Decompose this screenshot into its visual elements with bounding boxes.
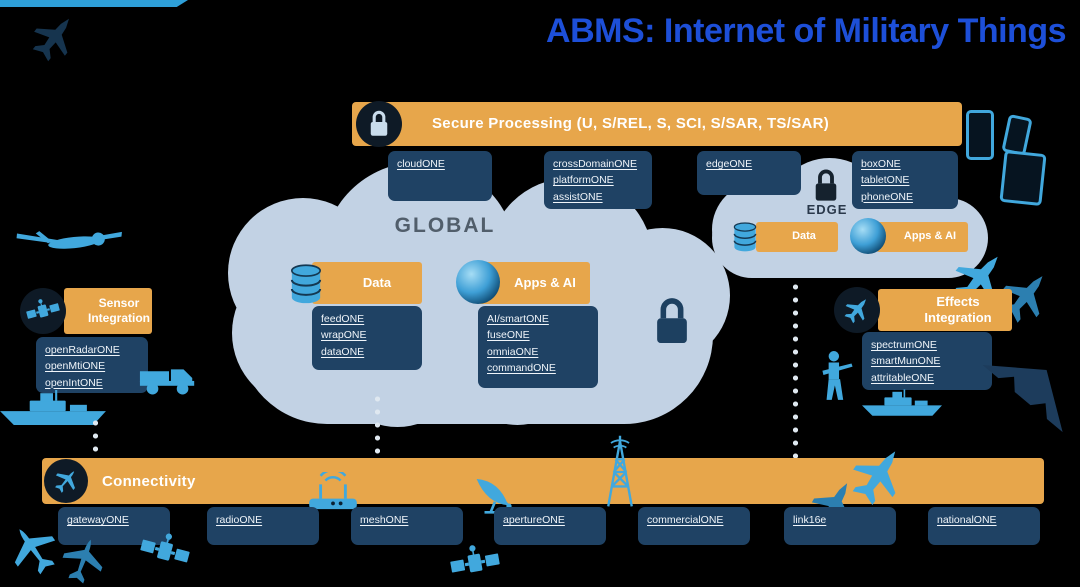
node-label: gatewayONE bbox=[67, 514, 129, 526]
global-cloud-label: GLOBAL bbox=[394, 214, 496, 237]
soldier-icon bbox=[820, 350, 856, 402]
node-label: platformONE bbox=[553, 174, 614, 187]
dotted-connector bbox=[792, 282, 799, 458]
node-label: assistONE bbox=[553, 190, 603, 203]
node-label: apertureONE bbox=[503, 514, 565, 526]
cloudone-box: cloudONE bbox=[388, 151, 492, 201]
secure-lock-badge bbox=[356, 101, 402, 147]
node-label: wrapONE bbox=[321, 329, 367, 342]
ai-sphere-icon bbox=[456, 260, 500, 304]
node-label: openIntONE bbox=[45, 376, 103, 389]
node-label: nationalONE bbox=[937, 514, 997, 526]
page-title: ABMS: Internet of Military Things bbox=[546, 12, 1066, 50]
ai-sphere-icon bbox=[850, 218, 886, 254]
node-label: boxONE bbox=[861, 158, 901, 170]
node-label: edgeONE bbox=[706, 158, 753, 170]
phone-icon bbox=[966, 110, 994, 160]
radioone-box: radioONE bbox=[207, 507, 319, 545]
node-label: tabletONE bbox=[861, 174, 910, 187]
edge-apps-header: Apps & AI bbox=[876, 222, 968, 252]
edge-cloud-label: EDGE bbox=[806, 202, 848, 217]
node-label: crossDomainONE bbox=[553, 158, 638, 170]
node-label: commandONE bbox=[487, 361, 556, 374]
tablet-icon bbox=[1001, 113, 1033, 157]
node-label: openRadarONE bbox=[45, 344, 120, 356]
node-label: dataONE bbox=[321, 345, 365, 358]
ship-icon bbox=[862, 388, 942, 418]
padlock-icon bbox=[652, 296, 692, 348]
commercialone-box: commercialONE bbox=[638, 507, 750, 545]
edge-data-header: Data bbox=[756, 222, 838, 252]
node-label: openMtiONE bbox=[45, 360, 106, 373]
node-label: fuseONE bbox=[487, 329, 530, 342]
ship-icon bbox=[0, 390, 106, 426]
node-label: radioONE bbox=[216, 514, 263, 526]
top-accent-strip bbox=[0, 0, 188, 7]
tablet-icon bbox=[999, 149, 1047, 207]
sensor-integration-label: Sensor Integration bbox=[88, 296, 150, 325]
sensor-badge bbox=[20, 288, 66, 334]
node-label: meshONE bbox=[360, 514, 409, 526]
router-icon bbox=[306, 472, 360, 512]
node-label: smartMunONE bbox=[871, 355, 941, 368]
effects-integration-label: Effects Integration bbox=[924, 293, 992, 325]
effects-box: spectrumONE smartMunONE attritableONE bbox=[862, 332, 992, 390]
secure-processing-banner bbox=[352, 102, 962, 146]
devices-box: boxONE tabletONE phoneONE bbox=[852, 151, 958, 209]
sensor-box: openRadarONE openMtiONE openIntONE bbox=[36, 337, 148, 393]
radio-tower-icon bbox=[600, 434, 640, 510]
edge-apps-label: Apps & AI bbox=[903, 230, 957, 243]
effects-badge bbox=[834, 287, 880, 333]
apertureone-box: apertureONE bbox=[494, 507, 606, 545]
edge-data-label: Data bbox=[792, 230, 816, 243]
global-apps-box: AI/smartONE fuseONE omniaONE commandONE bbox=[478, 306, 598, 388]
node-label: spectrumONE bbox=[871, 339, 937, 351]
node-label: phoneONE bbox=[861, 190, 913, 203]
secure-processing-label: Secure Processing (U, S/REL, S, SCI, S/S… bbox=[432, 115, 830, 132]
gatewayone-box: gatewayONE bbox=[58, 507, 170, 545]
global-apps-label: Apps & AI bbox=[514, 274, 576, 290]
node-label: attritableONE bbox=[871, 371, 935, 384]
link16e-box: link16e bbox=[784, 507, 896, 545]
dotted-connector bbox=[374, 394, 381, 460]
sensor-integration-header: Sensor Integration bbox=[64, 288, 152, 334]
global-data-box: feedONE wrapONE dataONE bbox=[312, 306, 422, 370]
effects-integration-header: Effects Integration bbox=[878, 289, 1012, 331]
connectivity-label: Connectivity bbox=[102, 473, 196, 490]
connectivity-badge bbox=[44, 459, 88, 503]
edge-lock-icon bbox=[812, 168, 840, 204]
global-apps-header: Apps & AI bbox=[478, 262, 590, 304]
global-data-header: Data bbox=[312, 262, 422, 304]
node-label: cloudONE bbox=[397, 158, 445, 170]
lock-icon bbox=[368, 109, 390, 139]
satellite-icon bbox=[446, 534, 504, 587]
node-label: link16e bbox=[793, 514, 827, 526]
crossdomain-box: crossDomainONE platformONE assistONE bbox=[544, 151, 652, 209]
meshone-box: meshONE bbox=[351, 507, 463, 545]
node-label: feedONE bbox=[321, 313, 365, 325]
node-label: commercialONE bbox=[647, 514, 724, 526]
node-label: omniaONE bbox=[487, 345, 539, 358]
nationalone-box: nationalONE bbox=[928, 507, 1040, 545]
truck-icon bbox=[138, 362, 200, 396]
dotted-connector bbox=[92, 418, 99, 464]
fighter-jet-icon bbox=[836, 289, 878, 331]
edgeone-box: edgeONE bbox=[697, 151, 801, 195]
database-icon bbox=[730, 220, 760, 254]
drone-icon bbox=[14, 210, 130, 267]
global-data-label: Data bbox=[362, 274, 392, 290]
node-label: AI/smartONE bbox=[487, 313, 549, 325]
satellite-icon bbox=[22, 290, 64, 332]
database-icon bbox=[286, 262, 326, 306]
airplane-icon bbox=[46, 461, 85, 500]
jet-silhouette-icon bbox=[18, 2, 91, 75]
